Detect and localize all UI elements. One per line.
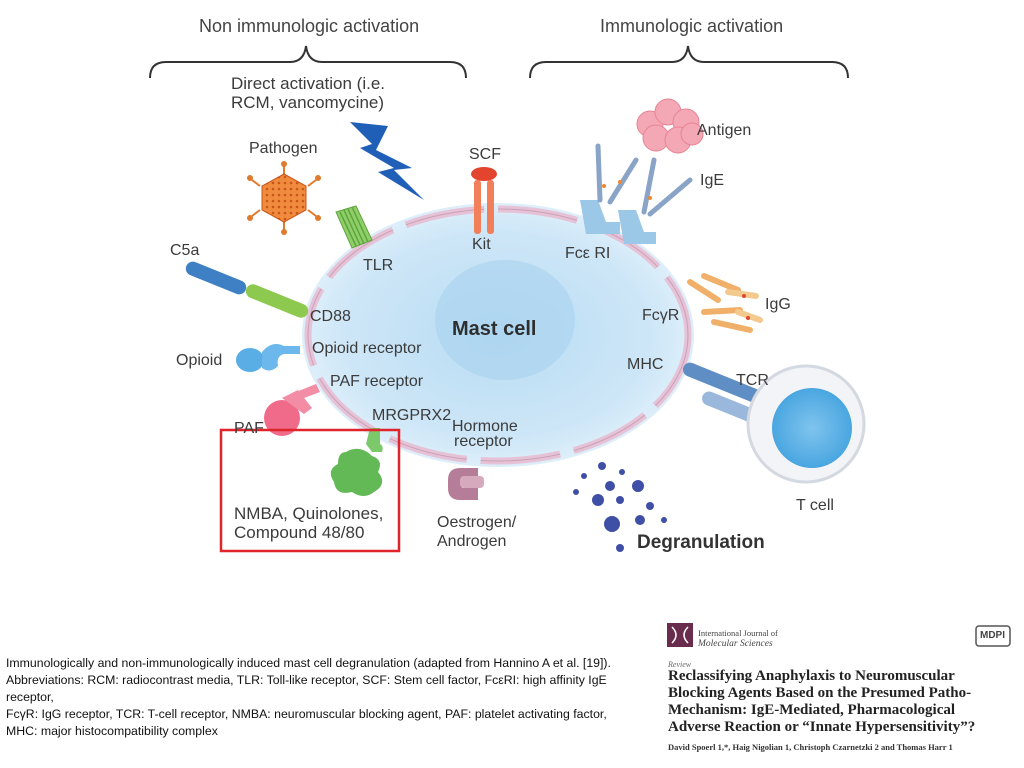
scf-label: SCF [469, 146, 501, 163]
nmba-highlight-box [219, 428, 401, 553]
ige-label: IgE [700, 172, 725, 189]
c5a-label: C5a [170, 242, 200, 259]
journal-logo-icon [667, 623, 693, 647]
fceri-label: Fcε RI [565, 245, 611, 262]
mast-cell-nucleus [435, 260, 575, 380]
article-type: Review [668, 660, 692, 669]
opioid-receptor-icon [236, 344, 300, 372]
kit-label: Kit [472, 236, 491, 253]
mrgprx2-label: MRGPRX2 [372, 407, 452, 424]
caption-line-2: Abbreviations: RCM: radiocontrast media,… [6, 673, 607, 704]
mdpi-logo-icon [975, 625, 1011, 647]
c5a-cd88-icon [185, 261, 309, 318]
journal-name-line1: International Journal of [698, 628, 778, 638]
tlr-receptor-icon [335, 205, 373, 249]
hormone-receptor-label-2: receptor [454, 433, 513, 450]
immunologic-header: Immunologic activation [600, 16, 784, 36]
fcgr-igg-icon [687, 273, 763, 333]
opioid-label: Opioid [176, 352, 223, 369]
degranulation-granules [573, 462, 667, 552]
igg-label: IgG [765, 296, 791, 313]
mrgprx2-ligand-icon [330, 428, 383, 496]
cd88-label: CD88 [310, 308, 351, 325]
tcr-label: TCR [736, 372, 769, 389]
publisher-label: MDPI [980, 630, 1005, 641]
mhc-label: MHC [627, 356, 664, 373]
paf-receptor-label: PAF receptor [330, 373, 424, 390]
immunologic-bracket [529, 45, 849, 79]
caption-line-1: Immunologically and non-immunologically … [6, 656, 611, 670]
nmba-label-line2: Compound 48/80 [234, 523, 365, 542]
androgen-label: Androgen [437, 533, 507, 550]
paper-title: Reclassifying Anaphylaxis to Neuromuscul… [668, 668, 976, 735]
t-cell-label: T cell [796, 497, 834, 514]
paper-authors: David Spoerl 1,*, Haig Nigolian 1, Chris… [668, 742, 953, 752]
non-immunologic-header: Non immunologic activation [199, 16, 420, 36]
pathogen-label: Pathogen [249, 140, 318, 157]
caption-line-3: FcγR: IgG receptor, TCR: T-cell receptor… [6, 707, 607, 721]
caption-line-4: MHC: major histocompatibility complex [6, 724, 218, 738]
antigen-label: Antigen [697, 122, 752, 139]
nmba-label-line1: NMBA, Quinolones, [234, 504, 384, 523]
opioid-receptor-label: Opioid receptor [312, 340, 422, 357]
pathogen-virus-icon [247, 161, 321, 235]
journal-name: International Journal of Molecular Scien… [698, 628, 778, 649]
paf-receptor-icon [264, 384, 320, 436]
paper-header: International Journal of Molecular Scien… [666, 620, 1022, 768]
tlr-label: TLR [363, 257, 394, 274]
direct-activation-label-2: RCM, vancomycine) [231, 93, 385, 112]
journal-name-line2: Molecular Sciences [698, 639, 773, 649]
mast-cell-label: Mast cell [452, 318, 537, 340]
hormone-receptor-label: Hormone [452, 418, 518, 435]
lightning-bolt-icon [350, 122, 424, 200]
oestrogen-receptor-icon [448, 468, 484, 500]
degranulation-label: Degranulation [637, 532, 765, 553]
paf-label: PAF [234, 420, 264, 437]
scf-kit-receptor-icon [471, 167, 497, 234]
antigen-cluster-icon [636, 98, 704, 154]
t-cell-icon [746, 364, 866, 484]
fcgr-label: FcγR [642, 307, 680, 324]
fceri-ige-icon [580, 143, 693, 244]
non-immunologic-bracket [149, 45, 467, 79]
oestrogen-label: Oestrogen/ [437, 514, 517, 531]
direct-activation-label: Direct activation (i.e. [231, 74, 385, 93]
figure-caption: Immunologically and non-immunologically … [6, 655, 656, 740]
